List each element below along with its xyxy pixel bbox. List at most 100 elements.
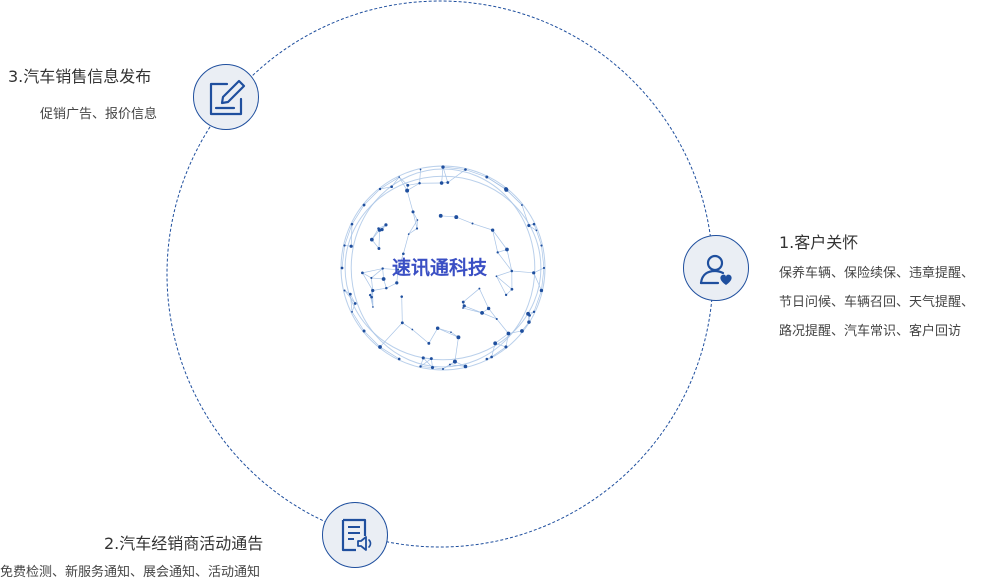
globe-link (488, 308, 498, 320)
globe-node (439, 181, 444, 185)
globe-link (422, 357, 433, 368)
desc-line: 保养车辆、保险续保、违章提醒、 (779, 266, 975, 281)
document-speaker-icon (322, 502, 388, 568)
globe-node (485, 357, 489, 361)
globe-node (350, 222, 354, 226)
globe-link (479, 288, 489, 309)
globe-node (450, 331, 452, 333)
globe-link (486, 176, 507, 190)
globe-link (511, 270, 534, 274)
globe-link (536, 230, 542, 246)
globe-node (486, 306, 491, 311)
globe-node (378, 187, 382, 191)
globe-link (341, 245, 345, 269)
globe-node (430, 365, 435, 370)
globe-node (395, 281, 399, 285)
globe-link (496, 276, 507, 296)
globe-outline (344, 175, 542, 361)
globe-link (437, 327, 459, 338)
globe-link (344, 290, 356, 304)
globe-node (462, 307, 464, 309)
globe-node (528, 314, 531, 317)
center-label: 速讯通科技 (392, 257, 488, 279)
globe-node (411, 328, 414, 331)
globe-node (435, 326, 440, 330)
globe-node (496, 251, 499, 254)
globe-node (385, 286, 388, 290)
globe-link (382, 268, 399, 271)
globe-link (442, 166, 449, 183)
globe-node (510, 269, 514, 273)
globe-link (428, 328, 438, 344)
globe-link (454, 337, 459, 362)
globe-link (491, 346, 507, 358)
globe-node (343, 244, 346, 247)
globe-node (478, 287, 481, 290)
globe-node (441, 165, 445, 169)
globe-node (353, 302, 357, 305)
globe-node (340, 266, 344, 270)
globe-link (363, 188, 381, 206)
globe-link (491, 343, 496, 358)
globe-node (390, 185, 393, 189)
globe-link (533, 267, 545, 274)
globe-node (480, 310, 484, 315)
globe-link (351, 303, 356, 312)
globe-node (495, 317, 498, 320)
globe-node (381, 267, 384, 270)
globe-link (508, 330, 523, 334)
globe-link (351, 311, 365, 332)
globe-node (348, 292, 352, 296)
globe-node (398, 176, 401, 178)
node-desc-customer-care: 保养车辆、保险续保、违章提醒、 节日问候、车辆召回、天气提醒、 路况提醒、汽车常… (779, 259, 974, 346)
globe-node (520, 329, 524, 333)
globe-link (472, 223, 493, 231)
globe-node (377, 247, 381, 250)
globe-node (542, 266, 546, 270)
globe-node (438, 213, 443, 218)
globe-node (510, 287, 514, 291)
globe-node (456, 335, 461, 340)
globe-link (533, 272, 542, 291)
globe-link (496, 270, 512, 277)
globe-node (429, 357, 433, 361)
globe-node (427, 341, 431, 345)
globe-node (384, 223, 388, 227)
globe-node (418, 182, 421, 185)
globe-node (490, 228, 495, 232)
desc-line: 路况提醒、汽车常识、客户回访 (779, 324, 962, 339)
node-desc-dealer-activity: 免费检测、新服务通知、展会通知、活动通知 (0, 563, 260, 583)
globe-link (412, 329, 430, 344)
globe-node (369, 237, 374, 242)
globe-node (452, 359, 457, 364)
globe-link (398, 176, 409, 186)
globe-link (521, 204, 530, 226)
globe-node (506, 331, 511, 336)
user-heart-icon (683, 235, 749, 301)
globe-link (412, 211, 418, 221)
desc-line: 节日问候、车辆召回、天气提醒、 (779, 295, 975, 310)
globe-link (533, 290, 542, 312)
globe-link (379, 322, 403, 348)
globe-node (371, 288, 375, 293)
globe-link (463, 288, 480, 303)
globe-link (492, 229, 508, 250)
globe-node (504, 187, 508, 191)
globe-link (363, 330, 381, 348)
globe-link (351, 204, 365, 225)
edit-note-icon (193, 64, 259, 130)
globe-link (391, 176, 400, 187)
globe-node (532, 310, 536, 313)
globe-node (343, 289, 346, 292)
globe-node (532, 222, 536, 226)
globe-link (362, 272, 374, 291)
globe-link (396, 269, 399, 283)
globe-node (454, 215, 459, 220)
globe-link (456, 216, 473, 224)
globe-node (378, 345, 382, 349)
desc-line: 免费检测、新服务通知、展会通知、活动通知 (0, 565, 261, 580)
globe-node (505, 247, 509, 252)
globe-link (406, 190, 414, 213)
